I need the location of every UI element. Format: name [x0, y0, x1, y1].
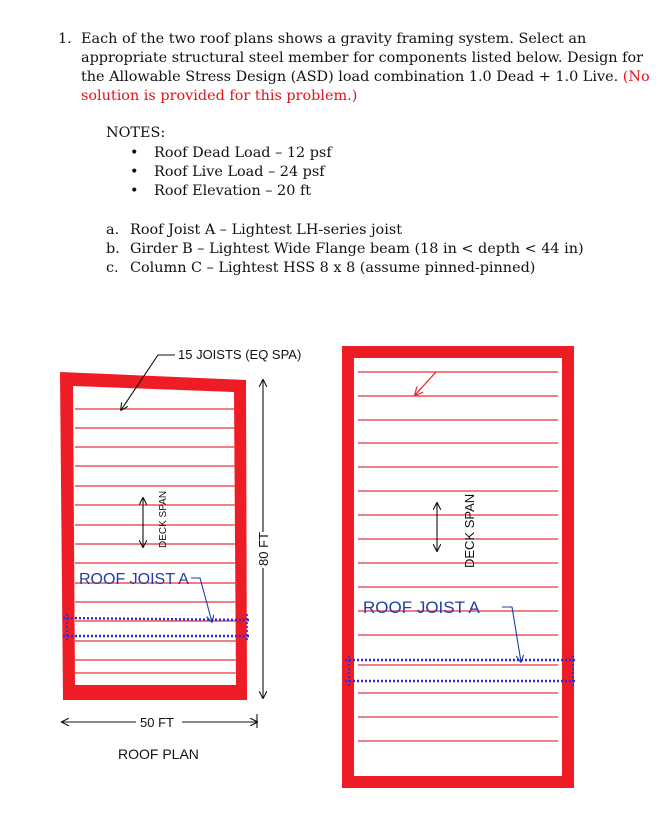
- note-roof-elevation: Roof Elevation – 20 ft: [154, 183, 312, 199]
- problem-line-2: appropriate structural steel member for …: [81, 50, 643, 66]
- plan1-joists-leader: [121, 354, 175, 410]
- plan1-frame-inner: [73, 386, 236, 685]
- plan2-roof-joist-label: ROOF JOIST A: [363, 598, 480, 617]
- plan2-joist-pointer: [415, 371, 437, 395]
- task-c-text: Column C – Lightest HSS 8 x 8 (assume pi…: [130, 260, 536, 276]
- plan1-width-label: 50 FT: [140, 715, 174, 730]
- problem-line-1: Each of the two roof plans shows a gravi…: [81, 31, 587, 47]
- plan2-roof-joist-leader: [502, 606, 521, 662]
- no-solution-note-start: (No: [622, 69, 650, 85]
- plan1-girder-top: [62, 616, 251, 622]
- task-b-text: Girder B – Lightest Wide Flange beam (18…: [130, 241, 584, 257]
- notes-bullet-2: •: [130, 164, 139, 180]
- task-b-letter: b.: [106, 241, 120, 257]
- note-live-load: Roof Live Load – 24 psf: [154, 164, 325, 180]
- plan1-deck-span-label: DECK SPAN: [158, 491, 169, 548]
- roof-plan-1: 15 JOISTS (EQ SPA) DECK SPAN ROOF JOIST …: [60, 347, 301, 762]
- notes-heading: NOTES:: [106, 125, 166, 141]
- plan1-roof-joist-label: ROOF JOIST A: [79, 571, 189, 588]
- task-c-letter: c.: [106, 260, 119, 276]
- problem-line-3-text: the Allowable Stress Design (ASD) load c…: [81, 69, 619, 85]
- problem-number: 1.: [58, 31, 72, 47]
- plan1-girders: [62, 614, 251, 642]
- roof-plan-2: DECK SPAN ROOF JOIST A: [342, 346, 576, 788]
- notes-bullet-1: •: [130, 145, 139, 161]
- notes-bullet-3: •: [130, 183, 139, 199]
- plan2-joists: [358, 371, 558, 742]
- plan1-roof-joist-leader: [191, 577, 212, 622]
- plan1-title: ROOF PLAN: [118, 746, 199, 762]
- task-a-text: Roof Joist A – Lightest LH-series joist: [130, 222, 402, 238]
- plan2-girders: [345, 656, 576, 686]
- no-solution-note: solution is provided for this problem.): [81, 88, 358, 104]
- task-a-letter: a.: [106, 222, 120, 238]
- plan2-frame: [342, 346, 574, 788]
- plan2-deck-span-label: DECK SPAN: [462, 494, 477, 568]
- plan1-joists-label: 15 JOISTS (EQ SPA): [178, 347, 301, 362]
- plan1-height-label: 80 FT: [256, 532, 271, 566]
- problem-line-3: the Allowable Stress Design (ASD) load c…: [81, 68, 650, 87]
- note-dead-load: Roof Dead Load – 12 psf: [154, 145, 332, 161]
